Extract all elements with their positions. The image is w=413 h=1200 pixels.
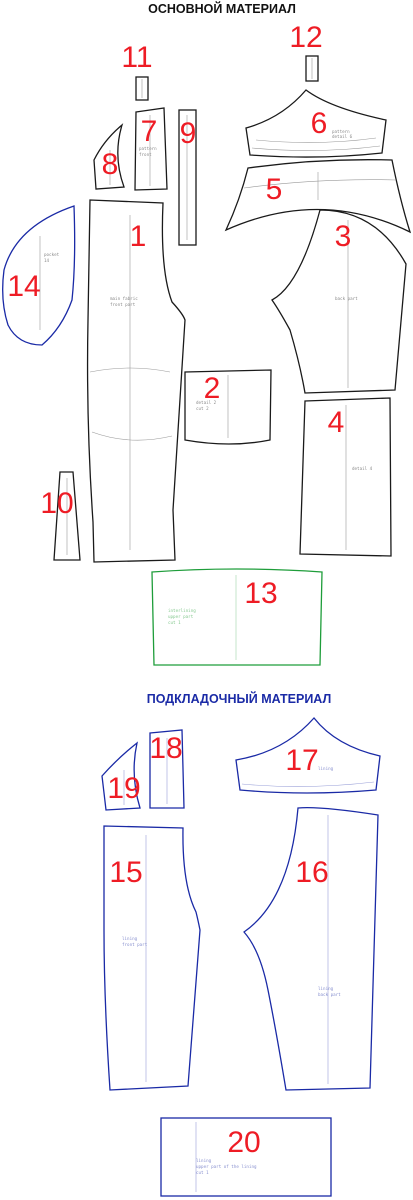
svg-text:front part: front part (122, 942, 148, 947)
pattern-piece-19 (101, 741, 141, 811)
piece-number-20: 20 (227, 1126, 260, 1159)
piece-number-5: 5 (266, 173, 283, 206)
pattern-piece-20: lining upper part of the lining cut 1 (160, 1117, 332, 1197)
piece-number-15: 15 (109, 856, 142, 889)
svg-text:14: 14 (44, 258, 50, 263)
pattern-piece-8 (93, 123, 125, 190)
svg-text:lining: lining (196, 1158, 212, 1163)
piece-number-17: 17 (285, 744, 318, 777)
svg-text:detail 6: detail 6 (332, 134, 353, 139)
piece-number-1: 1 (130, 220, 147, 253)
svg-text:detail 2: detail 2 (196, 400, 217, 405)
piece-number-18: 18 (149, 732, 182, 765)
svg-text:interlining: interlining (168, 608, 196, 613)
svg-text:cut 1: cut 1 (196, 1170, 209, 1175)
main-material-heading: ОСНОВНОЙ МАТЕРИАЛ (148, 1, 296, 16)
piece-number-7: 7 (141, 115, 158, 148)
pattern-piece-12 (305, 55, 319, 82)
pattern-piece-1: main fabric front part (86, 199, 186, 563)
piece-number-12: 12 (289, 21, 322, 54)
svg-text:front: front (139, 152, 152, 157)
piece-number-6: 6 (311, 107, 328, 140)
pattern-piece-7: pattern front (134, 107, 168, 191)
svg-text:cut 2: cut 2 (196, 406, 209, 411)
svg-text:pattern: pattern (139, 146, 157, 151)
svg-text:cut 1: cut 1 (168, 620, 181, 625)
pattern-piece-18 (149, 729, 185, 809)
svg-text:lining: lining (122, 936, 138, 941)
pattern-piece-10 (53, 471, 81, 561)
pattern-piece-16: lining back part (243, 807, 379, 1091)
lining-material-heading: ПОДКЛАДОЧНЫЙ МАТЕРИАЛ (147, 691, 332, 706)
piece-number-11: 11 (121, 41, 152, 74)
piece-number-14: 14 (7, 270, 40, 303)
pattern-piece-2: detail 2 cut 2 (184, 369, 272, 445)
pattern-piece-6: pattern detail 6 (245, 89, 387, 158)
svg-text:back part: back part (318, 992, 341, 997)
piece-number-9: 9 (180, 117, 197, 150)
svg-text:detail 4: detail 4 (352, 466, 373, 471)
svg-text:lining: lining (318, 766, 334, 771)
svg-text:pocket: pocket (44, 252, 60, 257)
piece-number-8: 8 (102, 148, 119, 181)
piece-number-13: 13 (244, 577, 277, 610)
svg-text:back part: back part (335, 296, 358, 301)
piece-number-16: 16 (295, 856, 328, 889)
pattern-piece-14: pocket 14 (2, 205, 76, 346)
pattern-piece-3: back part (271, 209, 407, 394)
piece-number-10: 10 (40, 487, 73, 520)
pattern-piece-17: lining (235, 716, 381, 794)
piece-number-19: 19 (107, 772, 140, 805)
pattern-piece-11 (135, 76, 149, 101)
pattern-piece-9 (178, 109, 197, 246)
piece-number-4: 4 (328, 406, 345, 439)
svg-text:pattern: pattern (332, 129, 350, 134)
piece-number-2: 2 (204, 372, 221, 405)
svg-text:lining: lining (318, 986, 334, 991)
svg-text:main fabric: main fabric (110, 296, 138, 301)
svg-text:upper part: upper part (168, 614, 194, 619)
svg-text:upper part of the lining: upper part of the lining (196, 1164, 257, 1169)
pattern-piece-13: interlining upper part cut 1 (151, 568, 323, 666)
svg-text:front part: front part (110, 302, 136, 307)
pattern-piece-5 (224, 159, 412, 234)
pattern-piece-15: lining front part (103, 825, 201, 1091)
pattern-piece-4: detail 4 (299, 397, 392, 557)
piece-number-3: 3 (335, 220, 352, 253)
